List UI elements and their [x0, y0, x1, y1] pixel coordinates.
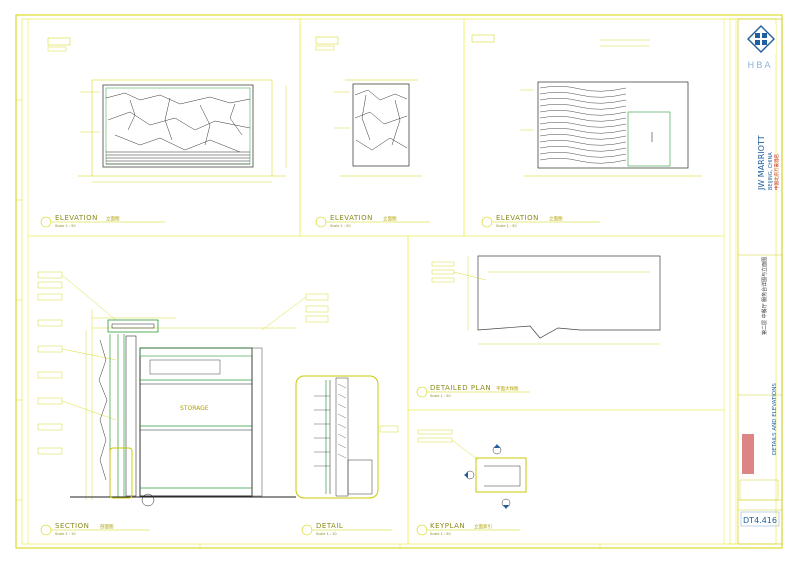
firm-name: HBA [747, 61, 772, 71]
project-name: JW MARRIOTT [757, 135, 766, 191]
elevation-1-scale: Scale 1 : 50 [55, 224, 76, 228]
keyplan-title: KEYPLAN [430, 522, 465, 530]
section-title-cn: 剖面图 [100, 523, 114, 530]
elevation-1-tag [40, 216, 52, 228]
keyplan-drawing [417, 429, 527, 509]
elevation-2-title: ELEVATION [330, 214, 373, 222]
panel-grid [28, 19, 724, 544]
elevation-3-drawing [471, 34, 702, 177]
elevation-1-drawing [47, 37, 287, 183]
elevation-2-scale: Scale 1 : 50 [330, 224, 351, 228]
detailed-plan-tag [416, 386, 428, 398]
section-scale: Scale 1 : 10 [55, 532, 76, 536]
keyplan-scale: Scale 1 : 50 [430, 532, 451, 536]
elevation-3-title-cn: 立面图 [549, 215, 563, 222]
elevation-1-title: ELEVATION [55, 214, 98, 222]
detail-scale: Scale 1 : 10 [316, 532, 337, 536]
detail-title: DETAIL [316, 522, 343, 530]
project-location-cn: 中国北京万豪酒店 [773, 154, 780, 190]
section-drawing [37, 271, 329, 507]
area-name-cn: 第二层 中餐厅 服务台详图与立面图 [761, 257, 768, 335]
sheet-inner-border [21, 18, 777, 545]
detailed-plan-title: DETAILED PLAN [430, 384, 491, 392]
elevation-2-drawing [315, 36, 422, 177]
detailed-plan-scale: Scale 1 : 50 [430, 394, 451, 398]
project-location: BEIJING, CHINA [768, 152, 774, 190]
title-block: HBA DT4.416 [729, 18, 783, 545]
keyplan-tag [416, 524, 428, 536]
elevation-3-tag [481, 216, 493, 228]
drawing-number: DT4.416 [743, 516, 777, 525]
hba-logo-icon [746, 24, 776, 54]
keyplan-title-cn: 立面索引 [474, 523, 492, 530]
sheet-outer-border [15, 14, 783, 549]
section-storage-label: STORAGE [180, 405, 209, 412]
section-tag [40, 524, 52, 536]
detail-tag [301, 524, 313, 536]
elevation-2-title-cn: 立面图 [383, 215, 397, 222]
section-title: SECTION [55, 522, 89, 530]
elevation-3-title: ELEVATION [496, 214, 539, 222]
detail-drawing [295, 375, 399, 499]
detailed-plan-drawing [431, 255, 661, 345]
elevation-2-tag [315, 216, 327, 228]
sheet-title: DETAILS AND ELEVATIONS [772, 383, 778, 455]
elevation-3-scale: Scale 1 : 50 [496, 224, 517, 228]
margin-ticks [16, 99, 601, 548]
detailed-plan-title-cn: 平面大样图 [496, 385, 519, 392]
elevation-1-title-cn: 立面图 [106, 215, 120, 222]
